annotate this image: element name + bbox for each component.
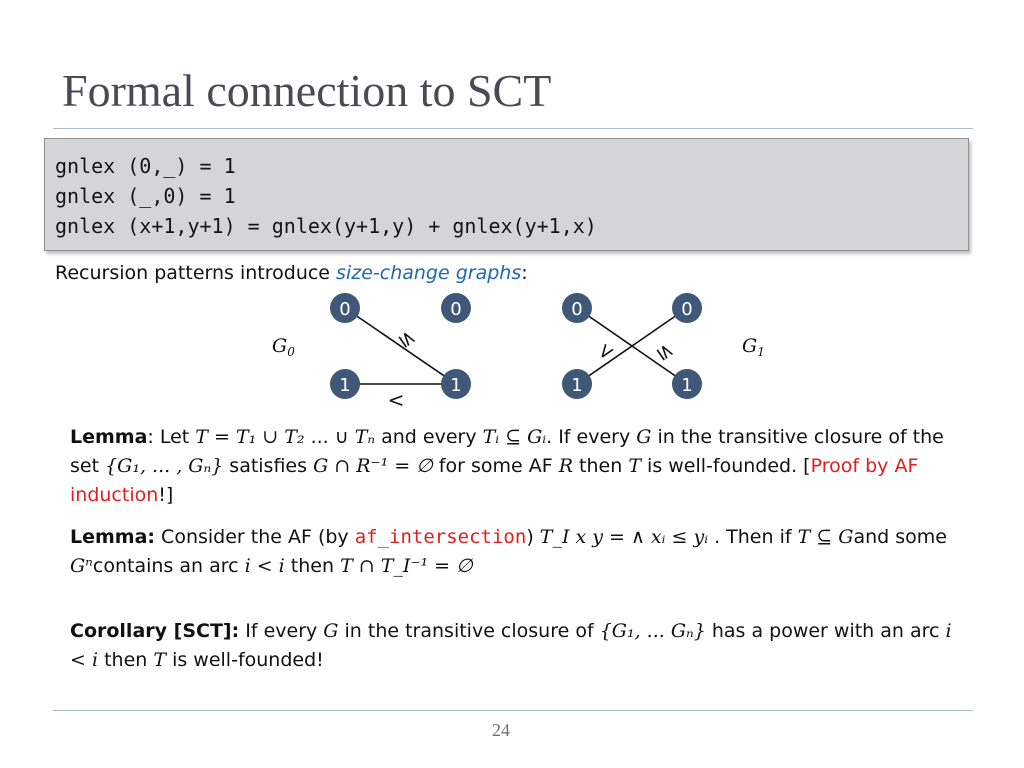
lemma-1: Lemma: Let T = T₁ ∪ T₂ ... ∪ Tₙ and ever… bbox=[70, 423, 970, 510]
lemma-1-text: . If every bbox=[546, 426, 637, 448]
g1-label-main: G bbox=[742, 335, 757, 357]
lemma-2-text: ) bbox=[526, 526, 540, 548]
lemma-2-text: then bbox=[284, 555, 341, 577]
intro-before: Recursion patterns introduce bbox=[55, 262, 337, 284]
af-intersection-code: af_intersection bbox=[354, 526, 527, 548]
intro-text: Recursion patterns introduce size-change… bbox=[55, 262, 528, 284]
corollary-text: in the transitive closure of bbox=[338, 620, 600, 642]
g0-label-sub: 0 bbox=[287, 345, 295, 359]
corollary-text: is well-founded! bbox=[166, 649, 324, 671]
g0-node-label: 0 bbox=[339, 299, 350, 320]
g1-node-bottom-right: 1 bbox=[672, 369, 702, 399]
g0-node-label: 0 bbox=[450, 299, 461, 320]
code-line: gnlex (x+1,y+1) = gnlex(y+1,y) + gnlex(y… bbox=[55, 214, 597, 238]
g1-label: G1 bbox=[742, 335, 765, 359]
proof-link[interactable]: Proof by AF induction bbox=[70, 455, 919, 506]
corollary-math: {G₁, ... Gₙ} bbox=[599, 620, 706, 642]
g0-node-bottom-left: 1 bbox=[330, 369, 360, 399]
lemma-1-math: R bbox=[558, 455, 573, 477]
corollary-text: If every bbox=[239, 620, 324, 642]
g0-node-label: 1 bbox=[339, 375, 350, 396]
lemma-1-math: Tₙ bbox=[354, 426, 376, 448]
g0-node-label: 1 bbox=[450, 375, 461, 396]
lemma-2-math: Gⁿ bbox=[70, 555, 93, 577]
lemma-2-text: contains an arc bbox=[92, 555, 245, 577]
lemma-1-heading: Lemma bbox=[70, 426, 148, 448]
g0-label-main: G bbox=[272, 335, 287, 357]
corollary-text: then bbox=[98, 649, 154, 671]
lemma-2-math: T ⊆ G bbox=[797, 526, 854, 548]
corollary-math: G bbox=[323, 620, 339, 642]
intro-after: : bbox=[521, 262, 528, 284]
slide-title: Formal connection to SCT bbox=[62, 65, 552, 116]
g0-diagonal-label: ≤ bbox=[393, 325, 422, 352]
lemma-1-math: T = T₁ ∪ T₂ bbox=[195, 426, 305, 448]
lemma-1-text: and every bbox=[375, 426, 483, 448]
page-number: 24 bbox=[492, 720, 510, 740]
g1-node-label: 1 bbox=[571, 375, 582, 396]
g0-node-bottom-right: 1 bbox=[441, 369, 471, 399]
g1-label-sub: 1 bbox=[757, 345, 765, 359]
title-divider bbox=[53, 128, 973, 129]
lemma-1-text: !] bbox=[158, 484, 174, 506]
lemma-1-text: in the transitive closure of the set bbox=[70, 426, 944, 477]
intro-term: size-change graphs bbox=[336, 262, 522, 284]
lemma-2-text: and some bbox=[853, 526, 947, 548]
lemma-1-text: ... ∪ bbox=[304, 426, 355, 448]
lemma-1-math: {G₁, ... , Gₙ} bbox=[105, 455, 224, 477]
g0-edge-diagonal bbox=[344, 307, 457, 385]
lemma-1-text: for some AF bbox=[432, 455, 559, 477]
lemma-1-text: then bbox=[573, 455, 629, 477]
corollary: Corollary [SCT]: If every G in the trans… bbox=[70, 617, 970, 675]
g1-node-top-left: 0 bbox=[562, 293, 592, 323]
corollary-math: T bbox=[153, 649, 167, 671]
code-line: gnlex (0,_) = 1 bbox=[55, 154, 236, 178]
g1-node-bottom-left: 1 bbox=[562, 369, 592, 399]
g0-bottom-label: < bbox=[388, 388, 405, 412]
g1-node-label: 0 bbox=[681, 299, 692, 320]
corollary-math: i < i bbox=[70, 620, 952, 671]
lemma-1-math: T bbox=[628, 455, 641, 477]
lemma-1-text: satisfies bbox=[223, 455, 314, 477]
lemma-2-math: i < i bbox=[244, 555, 285, 577]
code-line: gnlex (_,0) = 1 bbox=[55, 184, 236, 208]
lemma-2-text: = bbox=[602, 526, 631, 548]
lemma-2-math: T ∩ T_I⁻¹ = ∅ bbox=[340, 555, 473, 577]
lemma-2-text: . Then if bbox=[708, 526, 798, 548]
lemma-1-text: is well-founded. [ bbox=[641, 455, 811, 477]
corollary-heading: Corollary [SCT]: bbox=[70, 620, 240, 642]
corollary-text: has a power with an arc bbox=[705, 620, 946, 642]
lemma-2-math: T_I x y bbox=[539, 526, 603, 548]
lemma-1-text: : Let bbox=[147, 426, 196, 448]
lemma-1-math: Tᵢ ⊆ Gᵢ bbox=[482, 426, 547, 448]
g1-node-label: 1 bbox=[681, 375, 692, 396]
g1-left-label: < bbox=[591, 338, 620, 365]
lemma-2: Lemma: Consider the AF (by af_intersecti… bbox=[70, 523, 970, 581]
g1-node-label: 0 bbox=[571, 299, 582, 320]
lemma-2-math: ∧ xᵢ ≤ yᵢ bbox=[630, 526, 709, 548]
g1-right-label: ≤ bbox=[651, 338, 680, 365]
lemma-1-math: G ∩ R⁻¹ = ∅ bbox=[313, 455, 433, 477]
code-block: gnlex (0,_) = 1 gnlex (_,0) = 1 gnlex (x… bbox=[44, 138, 969, 251]
g0-node-top-right: 0 bbox=[441, 293, 471, 323]
g0-label: G0 bbox=[272, 335, 295, 359]
lemma-2-text: Consider the AF (by bbox=[155, 526, 355, 548]
lemma-2-heading: Lemma: bbox=[70, 526, 156, 548]
g1-node-top-right: 0 bbox=[672, 293, 702, 323]
g0-node-top-left: 0 bbox=[330, 293, 360, 323]
lemma-1-math: G bbox=[636, 426, 652, 448]
footer-divider bbox=[53, 710, 973, 711]
g1-edge-right bbox=[576, 307, 688, 385]
